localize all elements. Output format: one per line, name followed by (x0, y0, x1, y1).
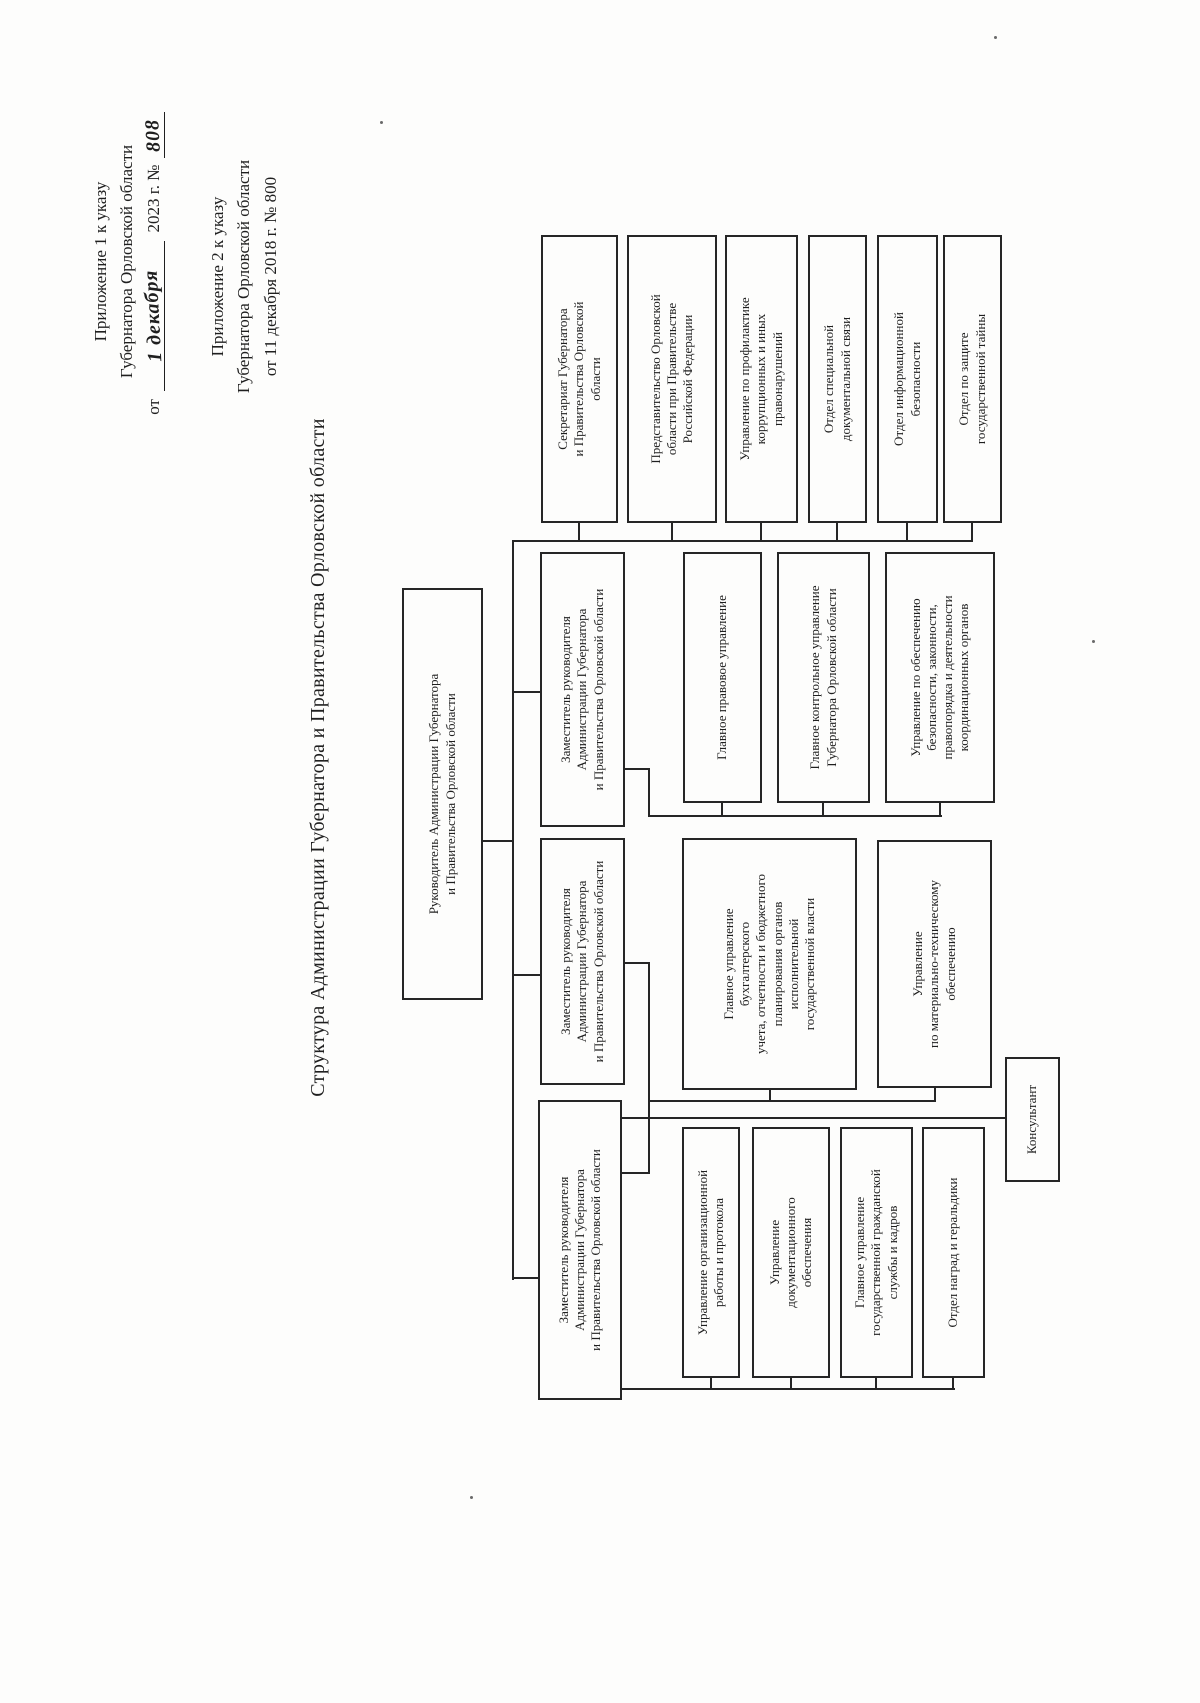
connector-line (939, 801, 941, 817)
org-node-dokumentacionnoe: Управление документационного обеспечения (752, 1127, 830, 1378)
org-node-mto: Управление по материально-техническому о… (877, 840, 992, 1088)
org-node-label: Отдел наград и геральдики (945, 1177, 961, 1328)
connector-line (760, 521, 762, 542)
org-node-label: Главное правовое управление (714, 595, 730, 760)
connector-line (971, 521, 973, 542)
handwritten-number: 808 (140, 118, 165, 153)
org-node-label: Консультант (1024, 1084, 1040, 1155)
scan-speck (470, 1496, 473, 1499)
org-node-label: Отдел информационной безопасности (891, 312, 923, 446)
connector-line (622, 1117, 1005, 1119)
org-node-label: Секретариат Губернатора и Правительства … (555, 301, 603, 457)
org-node-label: Представительство Орловской области при … (647, 294, 696, 464)
org-node-deputy-b: Заместитель руководителя Администрации Г… (540, 838, 625, 1085)
connector-line (822, 801, 824, 817)
org-node-predstavitelstvo: Представительство Орловской области при … (627, 235, 717, 523)
connector-line (578, 521, 580, 542)
appendix-1-line3: от 1 декабря 2023 г. № 808 (139, 60, 167, 463)
org-node-deputy-a: Заместитель руководителя Администрации Г… (540, 552, 625, 827)
org-node-spec-svyaz: Отдел специальной документальной связи (808, 235, 867, 523)
handwritten-date: 1 декабря (139, 269, 167, 363)
appendix-2-line3: от 11 декабря 2018 г. № 800 (260, 176, 280, 377)
appendix-1-line1: Приложение 1 к указу (91, 181, 110, 342)
connector-line (769, 1088, 771, 1102)
org-node-label: Управление документационного обеспечения (766, 1197, 815, 1308)
connector-line (483, 840, 512, 842)
org-node-inform-bezopasnost: Отдел информационной безопасности (877, 235, 938, 523)
connector-line (512, 540, 972, 542)
org-node-label: Управление по материально-техническому о… (910, 880, 958, 1049)
org-node-gos-tayna: Отдел по защите государственной тайны (943, 235, 1002, 523)
org-node-buhgalteria: Главное управление бухгалтерского учета,… (682, 838, 857, 1090)
org-node-label: Заместитель руководителя Администрации Г… (558, 860, 606, 1063)
org-node-deputy-c: Заместитель руководителя Администрации Г… (538, 1100, 622, 1400)
org-node-org-raboty: Управление организационной работы и прот… (682, 1127, 740, 1378)
org-node-bezopasnost-zakonnost: Управление по обеспечению безопасности, … (885, 552, 995, 803)
connector-line (648, 1100, 650, 1174)
org-node-label: Управление организационной работы и прот… (694, 1169, 726, 1336)
org-node-secretariat: Секретариат Губернатора и Правительства … (541, 235, 618, 523)
handwritten-number-underline: 808 (140, 112, 165, 159)
connector-line (906, 521, 908, 542)
appendix-2-note: Приложение 2 к указу Губернатора Орловск… (205, 90, 300, 463)
connector-line (648, 815, 942, 817)
org-node-nagrady: Отдел наград и геральдики (922, 1127, 985, 1378)
date-prefix: от (143, 399, 163, 415)
org-node-label: Руководитель Администрации Губернатора и… (426, 673, 458, 915)
appendix-2-line1: Приложение 2 к указу (208, 196, 227, 357)
scan-speck (380, 121, 383, 124)
connector-line (513, 974, 540, 976)
org-node-label: Отдел специальной документальной связи (821, 316, 853, 442)
org-node-label: Управление по обеспечению безопасности, … (907, 595, 972, 760)
org-node-konsultant: Консультант (1005, 1057, 1060, 1182)
org-node-gossluzhba-kadry: Главное управление государственной гражд… (840, 1127, 913, 1378)
org-node-profilaktika-korrupcii: Управление по профилактике коррупционных… (725, 235, 798, 523)
appendix-2-line2: Губернатора Орловской области (234, 159, 254, 394)
org-node-label: Главное контрольное управление Губернато… (807, 585, 839, 770)
appendix-1-line2: Губернатора Орловской области (117, 144, 137, 379)
org-node-label: Главное управление бухгалтерского учета,… (720, 873, 817, 1055)
date-year: 2023 г. № (143, 164, 163, 233)
connector-line (622, 1172, 649, 1174)
connector-line (671, 521, 673, 542)
org-node-label: Заместитель руководителя Администрации Г… (558, 588, 606, 791)
scan-speck (1092, 640, 1095, 643)
connector-line (710, 1376, 712, 1390)
org-node-kontrolnoe: Главное контрольное управление Губернато… (777, 552, 870, 803)
connector-line (721, 801, 723, 817)
connector-line (625, 962, 650, 964)
connector-line (836, 521, 838, 542)
connector-line (625, 768, 650, 770)
org-node-label: Отдел по защите государственной тайны (956, 313, 988, 445)
org-node-root: Руководитель Администрации Губернатора и… (402, 588, 483, 1000)
connector-line (790, 1376, 792, 1390)
connector-line (512, 540, 514, 1280)
connector-line (513, 1277, 538, 1279)
org-node-pravovoe: Главное правовое управление (683, 552, 762, 803)
scan-speck (994, 36, 997, 39)
org-node-label: Главное управление государственной гражд… (852, 1169, 900, 1336)
appendix-1-note: Приложение 1 к указу Губернатора Орловск… (88, 60, 182, 463)
org-node-label: Заместитель руководителя Администрации Г… (555, 1149, 604, 1351)
connector-line (648, 962, 650, 1102)
org-node-label: Управление по профилактике коррупционных… (737, 297, 785, 461)
connector-line (875, 1376, 877, 1390)
connector-line (513, 691, 540, 693)
handwritten-date-underline: 1 декабря (139, 240, 167, 391)
connector-line (648, 768, 650, 817)
connector-line (934, 1086, 936, 1102)
connector-line (620, 1388, 955, 1390)
chart-title: Структура Администрации Губернатора и Пр… (307, 418, 329, 1097)
connector-line (952, 1376, 954, 1390)
connector-line (648, 1100, 935, 1102)
